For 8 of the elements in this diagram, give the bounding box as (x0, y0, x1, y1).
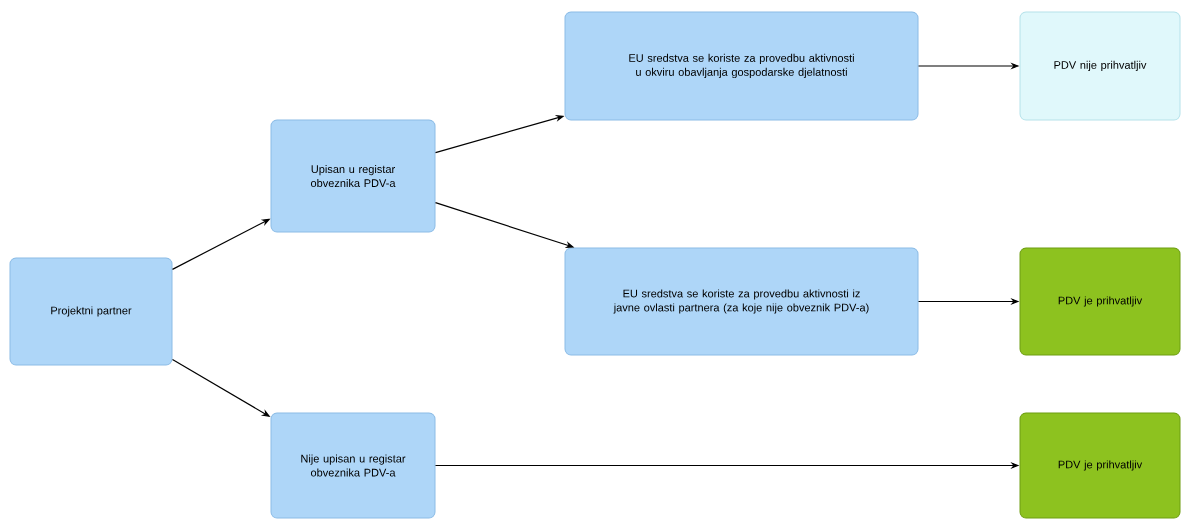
process-box: PDV nije prihvatljiv (1019, 11, 1181, 121)
process-box: PDV je prihvatljiv (1019, 247, 1181, 356)
process-box: Projektni partner (9, 257, 173, 366)
process-box: Nije upisan u registar obveznika PDV-a (270, 412, 436, 519)
process-box: PDV je prihvatljiv (1019, 412, 1181, 519)
process-box: EU sredstva se koriste za provedbu aktivnosti u okviru obavljanja gospodarske djelatnosti (564, 11, 919, 121)
process-box: Upisan u registar obveznika PDV-a (270, 119, 436, 233)
process-box: EU sredstva se koriste za provedbu aktivnosti iz javne ovlasti partnera (za koje nije obveznik PDV-a) (564, 247, 919, 356)
